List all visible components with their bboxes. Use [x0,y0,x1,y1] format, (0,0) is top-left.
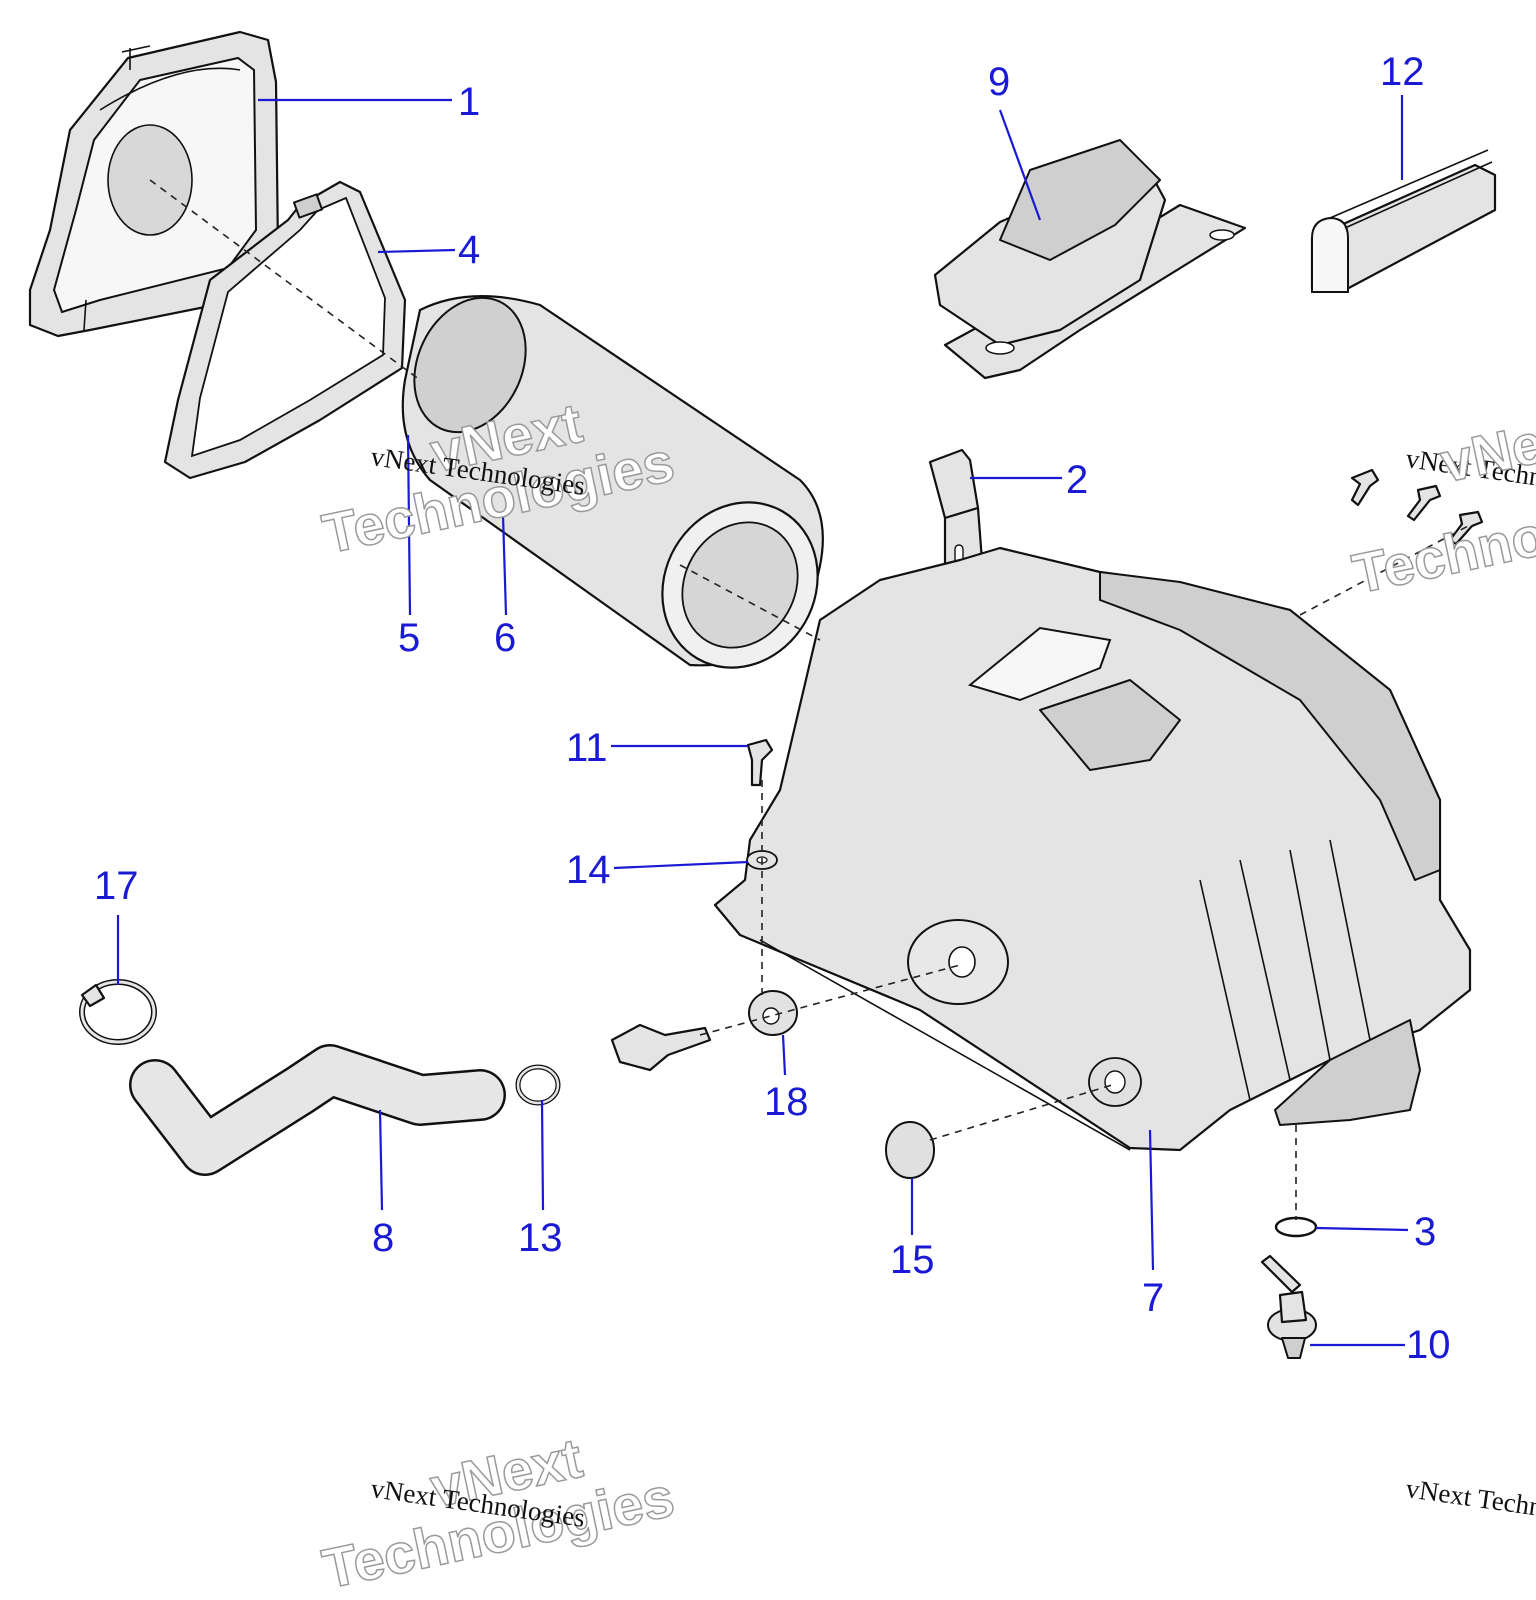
sensor-plug [610,1023,712,1072]
callout-14: 14 [566,848,611,892]
callout-4: 4 [458,228,481,272]
part-10-drain-valve [1260,1254,1317,1359]
callout-1: 1 [458,80,481,124]
callout-5: 5 [398,616,421,660]
callout-11: 11 [566,726,608,770]
part-15-plug-cap [885,1121,935,1179]
callout-18: 18 [764,1080,809,1124]
part-6-air-filter [401,295,824,669]
callout-15: 15 [890,1238,935,1282]
part-13-hose-clamp [515,1064,561,1106]
parts-diagram: .o { stroke:#111; stroke-width:2.2; fill… [28,30,1536,1600]
assembly-lines [149,179,1471,1220]
part-12-edge-trim [1310,149,1497,293]
callout-8: 8 [372,1216,395,1260]
callout-2: 2 [1066,458,1089,502]
callout-17: 17 [94,864,139,908]
part-11-screw [746,738,774,787]
callout-6: 6 [494,616,517,660]
leader-lines [116,95,1409,1347]
callout-10: 10 [1406,1323,1451,1367]
callout-9: 9 [988,60,1011,104]
part-17-hose-clamp [79,979,157,1045]
part-7-airbox-housing [713,546,1472,1152]
callout-12: 12 [1380,50,1425,94]
callout-13: 13 [518,1216,563,1260]
part-8-hose [129,1044,506,1176]
callout-3: 3 [1414,1210,1437,1254]
part-4-gasket [163,180,407,480]
diagram-canvas: .o { stroke:#111; stroke-width:2.2; fill… [28,30,1497,1359]
part-18-grommet [748,990,798,1036]
part-9-mount-bracket [933,139,1247,380]
part-3-o-ring [1274,1216,1318,1238]
callout-7: 7 [1142,1276,1165,1320]
